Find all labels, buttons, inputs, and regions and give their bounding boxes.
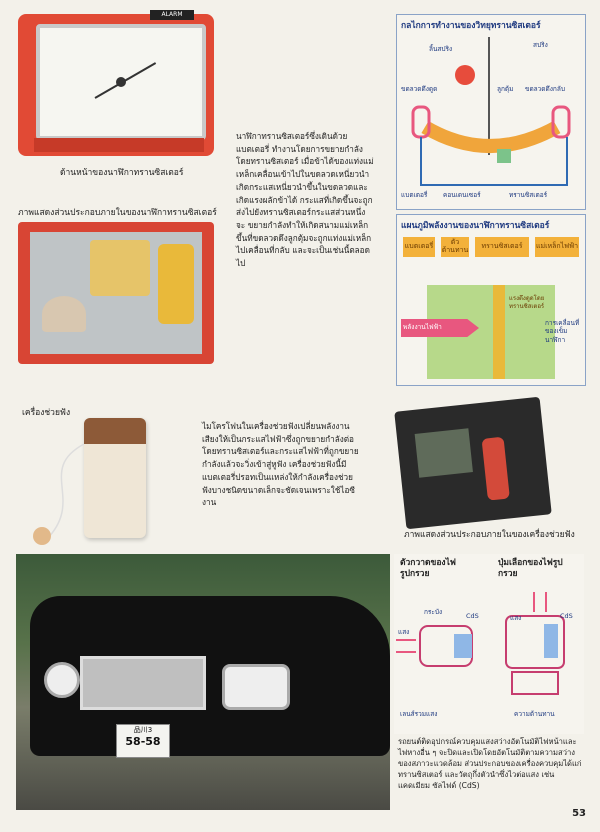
energy-right-label: การเคลื่อนที่ของเข็มนาฬิกา xyxy=(545,319,580,344)
mech-caption: ภาพแสดงส่วนประกอบภายในของนาฬิกาทรานซิสเต… xyxy=(18,208,217,218)
circuit-board-shape xyxy=(414,428,473,478)
diagram3-label: เลนส์รวมแสง xyxy=(400,710,438,718)
car-headlight xyxy=(222,664,290,710)
clock-paragraph: นาฬิกาทรานซิสเตอร์ซึ่งเดินด้วยแบตเตอรี่ … xyxy=(236,131,374,269)
bell-shape xyxy=(42,296,86,332)
hearing-aid-parts-photo xyxy=(394,396,552,530)
diagram1-graphic xyxy=(411,37,571,186)
energy-flow-bar xyxy=(493,285,505,379)
car-grille xyxy=(80,656,206,710)
energy-box: แบตเตอรี่ xyxy=(403,237,435,257)
hearing-aid-caption: เครื่องช่วยฟัง xyxy=(22,408,71,418)
battery-shape xyxy=(158,244,194,324)
diagram1-label: ขดลวดดึงกลับ xyxy=(525,85,565,93)
diagram3-label: กระบัง xyxy=(424,608,443,616)
clock-caption: ด้านหน้าของนาฬิกาทรานซิสเตอร์ xyxy=(60,168,184,178)
diagram3-label: CdS xyxy=(560,612,573,620)
mercury-battery-shape xyxy=(481,436,510,501)
diagram3-graphic xyxy=(396,592,565,695)
diagram-transistor-mechanism: กลไกการทำงานของวิทยุทรานซิสเตอร์ ลิ้นสปร… xyxy=(396,14,586,210)
diagram1-label: ทรานซิสเตอร์ xyxy=(509,191,548,199)
energy-box: ทรานซิสเตอร์ xyxy=(475,237,529,257)
energy-box: แม่เหล็กไฟฟ้า xyxy=(535,237,579,257)
auto-light-paragraph: รถยนต์ติดอุปกรณ์ควบคุมแสงสว่างอัตโนมัติไ… xyxy=(398,737,582,790)
diagram3-label: CdS xyxy=(466,612,479,620)
clock-center xyxy=(116,77,126,87)
diagram3-col2-title: ปุ่มเลือกของไฟรูปกรวย xyxy=(498,558,563,580)
diagram1-label: สปริง xyxy=(533,41,548,49)
mechanism-interior xyxy=(30,232,202,354)
diagram1-label: ลิ้นสปริง xyxy=(429,45,453,53)
clock-base xyxy=(34,138,204,152)
energy-box: ตัวต้านทาน xyxy=(441,237,469,257)
hearing-aid-top xyxy=(84,418,146,444)
diagram1-label: ลูกตุ้ม xyxy=(497,85,514,93)
energy-arrow xyxy=(401,319,479,337)
hearing-aid-cord xyxy=(33,443,85,545)
plate-bottom: 58-58 xyxy=(125,735,161,748)
hearing-aid-paragraph: ไมโครโฟนในเครื่องช่วยฟังเปลี่ยนพลังงานเส… xyxy=(202,421,359,508)
plate-top: 品川3 xyxy=(133,726,153,734)
alarm-label: ALARM xyxy=(150,10,194,20)
diagram2-title: แผนภูมิพลังงานของนาฬิกาทรานซิสเตอร์ xyxy=(401,221,550,231)
diagram3-label: แสง xyxy=(398,628,410,636)
diagram1-label: คอนเดนเซอร์ xyxy=(443,191,481,199)
clock-face xyxy=(36,24,206,140)
diagram3-label: แสง xyxy=(510,614,522,622)
diagram-auto-light: ตัวกวาดของไฟรูปกรวย ปุ่มเลือกของไฟรูปกรว… xyxy=(394,554,584,734)
energy-left-label: พลังงานไฟฟ้า xyxy=(403,323,442,331)
page-number: 53 xyxy=(572,808,586,819)
license-plate: 品川3 58-58 xyxy=(116,724,170,758)
diagram1-label: ขดลวดดึงดูด xyxy=(401,85,438,93)
diagram3-label: ความต้านทาน xyxy=(514,710,555,718)
diagram3-col1-title: ตัวกวาดของไฟรูปกรวย xyxy=(400,558,456,580)
car-headlight xyxy=(44,662,80,698)
hearing-parts-caption: ภาพแสดงส่วนประกอบภายในของเครื่องช่วยฟัง xyxy=(404,530,575,540)
energy-center-label: แรงดึงดูดโดยทรานซิสเตอร์ xyxy=(509,295,545,310)
diagram1-label: แบตเตอรี่ xyxy=(401,191,428,199)
diagram-energy-chart: แผนภูมิพลังงานของนาฬิกาทรานซิสเตอร์ แบตเ… xyxy=(396,214,586,386)
diagram1-title: กลไกการทำงานของวิทยุทรานซิสเตอร์ xyxy=(401,21,541,31)
gear-assembly xyxy=(90,240,150,296)
